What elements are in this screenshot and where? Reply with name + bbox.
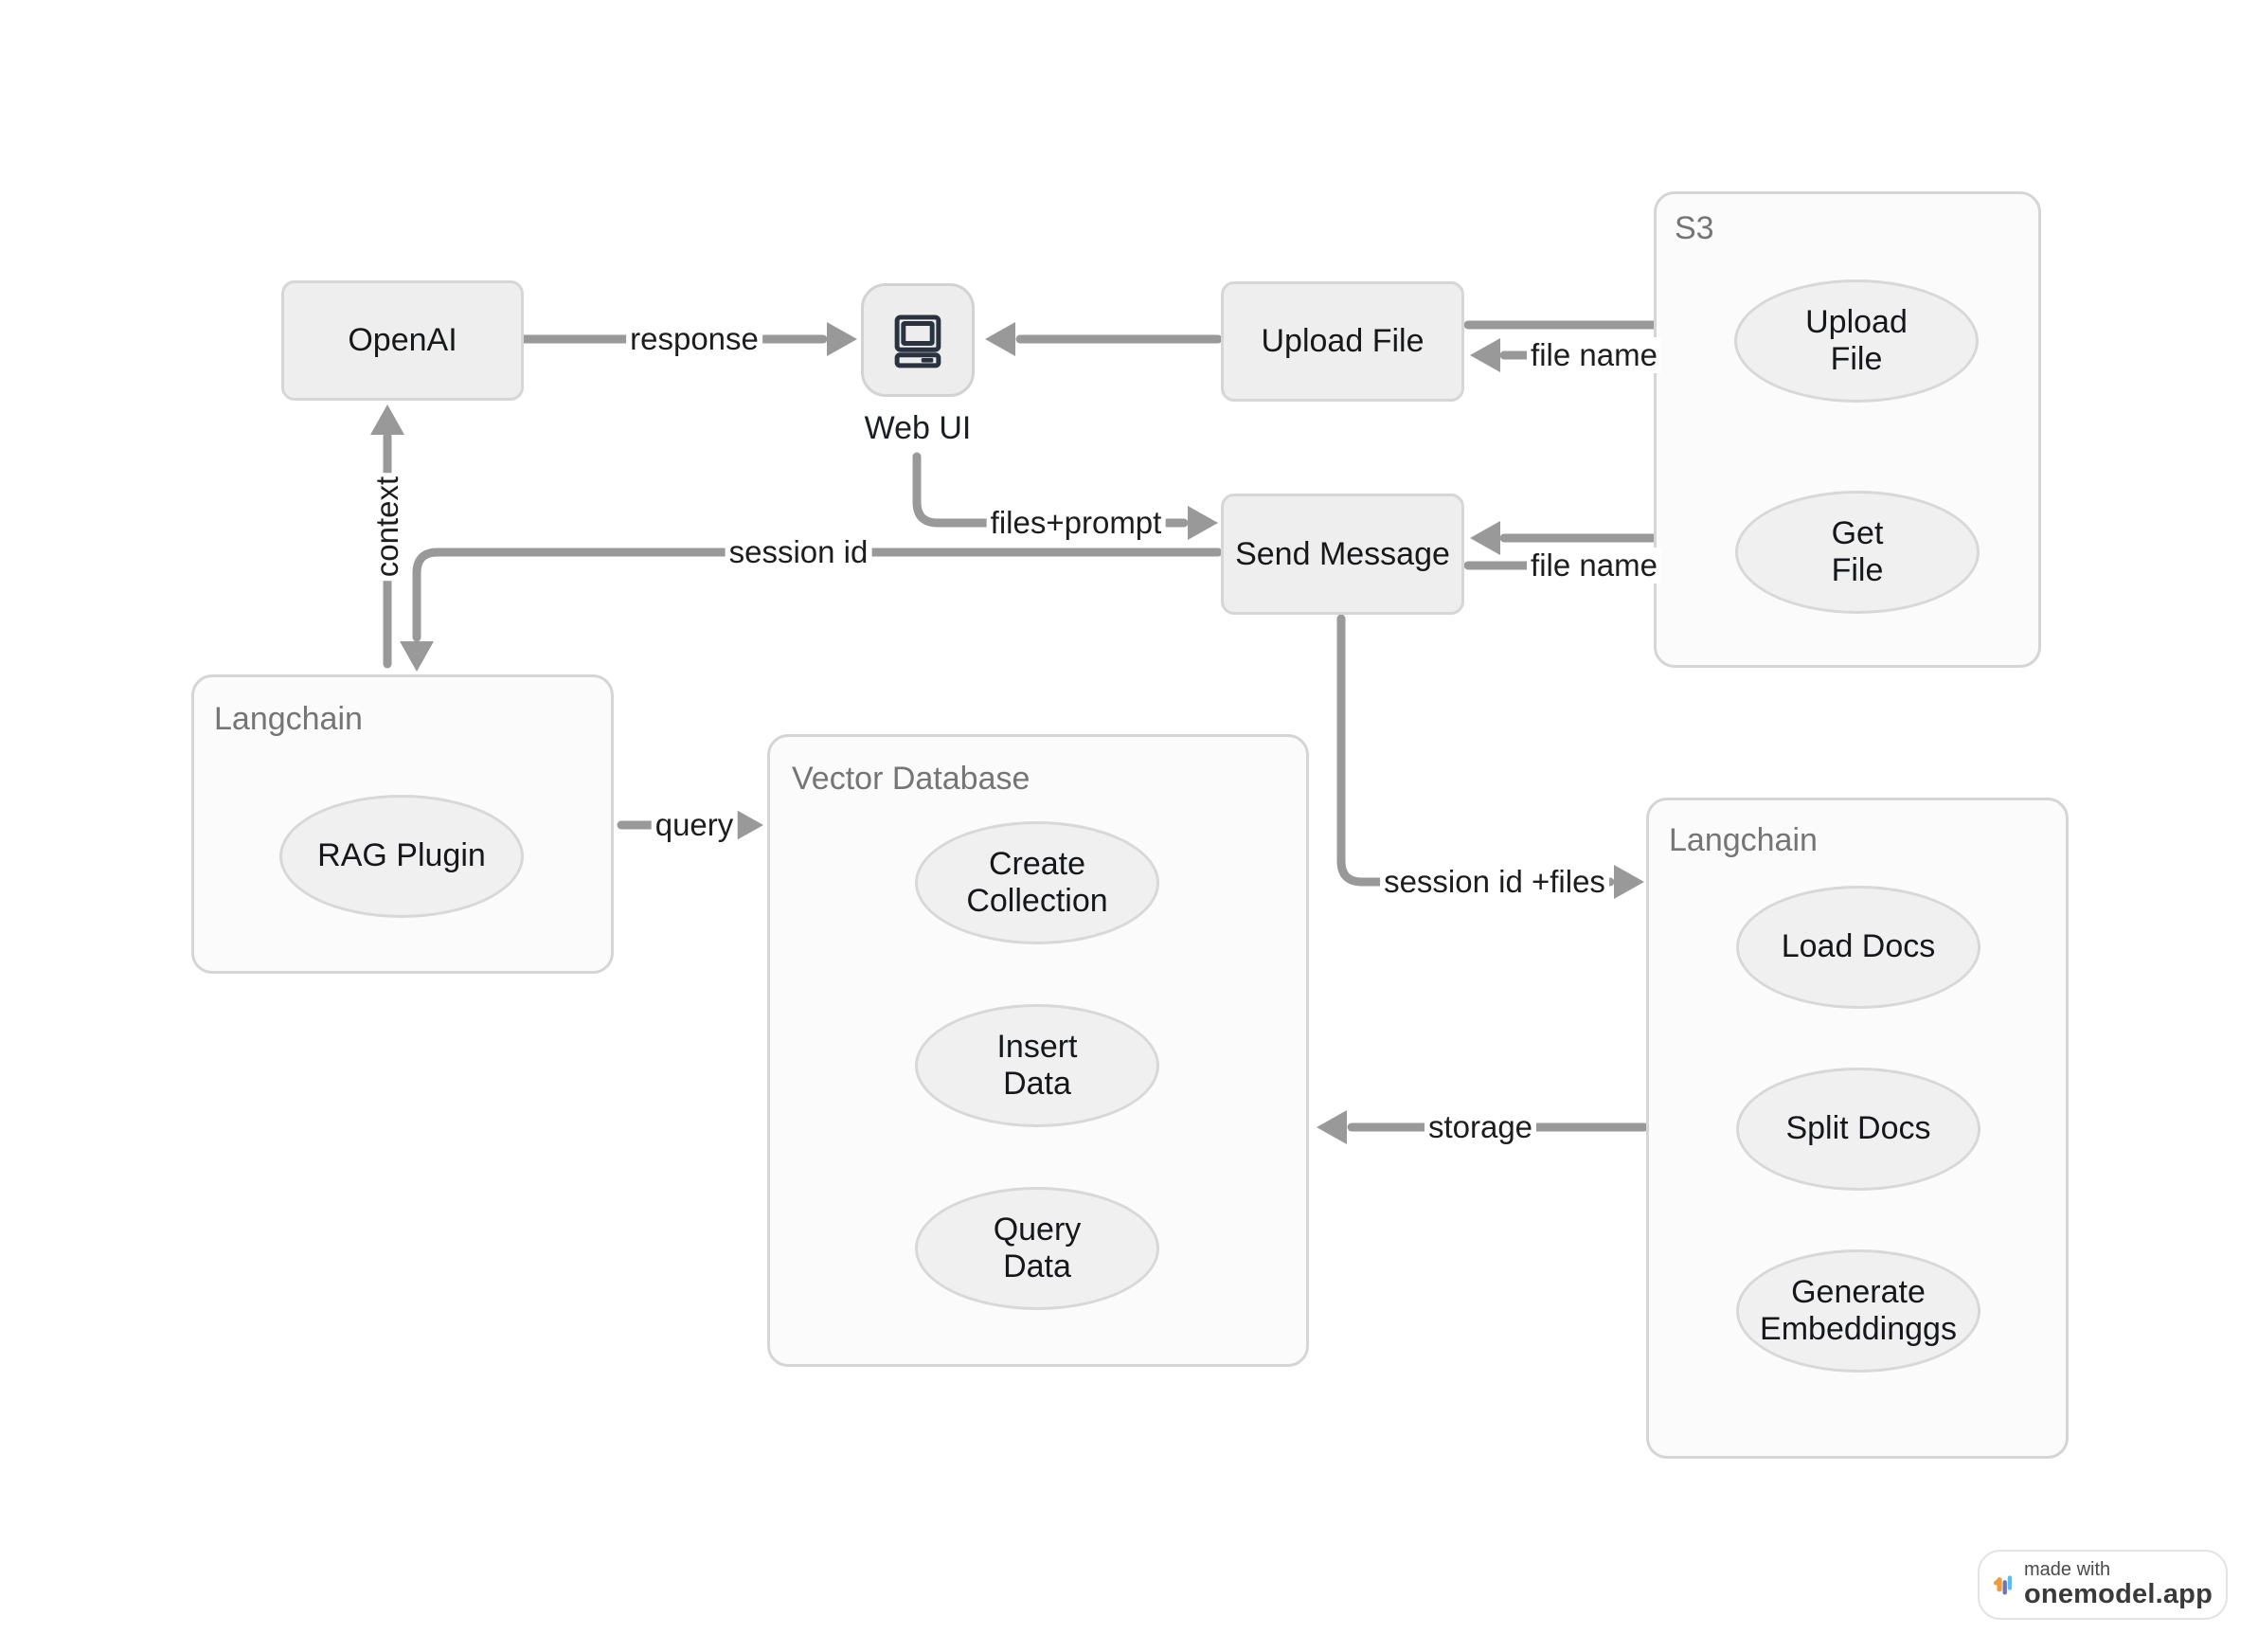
edge-label-storage: storage bbox=[1424, 1109, 1537, 1145]
arrowhead-to-webui bbox=[985, 322, 1015, 356]
node-web-ui[interactable] bbox=[861, 283, 975, 397]
arrowhead-response bbox=[827, 322, 857, 356]
arrowhead-filename-left bbox=[1470, 338, 1500, 372]
badge-brand: onemodel.app bbox=[2024, 1579, 2213, 1610]
onemodel-logo-icon bbox=[1993, 1575, 2013, 1595]
arrowhead-storage bbox=[1317, 1110, 1347, 1144]
node-openai[interactable]: OpenAI bbox=[281, 280, 524, 401]
badge-text: made with onemodel.app bbox=[2024, 1559, 2213, 1610]
edge-label-files-prompt: files+prompt bbox=[986, 505, 1166, 541]
ellipse-split-docs[interactable]: Split Docs bbox=[1736, 1068, 1980, 1191]
ellipse-insert-data[interactable]: Insert Data bbox=[915, 1004, 1159, 1127]
computer-icon bbox=[894, 314, 941, 368]
ellipse-rag-plugin[interactable]: RAG Plugin bbox=[279, 795, 524, 918]
onemodel-badge[interactable]: made with onemodel.app bbox=[1978, 1550, 2228, 1620]
arrowhead-session-id-files bbox=[1614, 865, 1644, 899]
ellipse-query-data[interactable]: Query Data bbox=[915, 1187, 1159, 1310]
node-upload-file[interactable]: Upload File bbox=[1221, 281, 1464, 402]
node-send-message[interactable]: Send Message bbox=[1221, 494, 1464, 615]
ellipse-s3-upload-file[interactable]: Upload File bbox=[1734, 279, 1979, 403]
ellipse-generate-embeddings[interactable]: Generate Embeddinggs bbox=[1736, 1249, 1980, 1373]
arrowhead-query bbox=[733, 808, 763, 842]
edge-label-file-name-get: file name bbox=[1527, 548, 1661, 584]
container-langchain-left-label: Langchain bbox=[214, 701, 363, 737]
arrowhead-context-up bbox=[370, 404, 404, 435]
node-web-ui-label: Web UI bbox=[864, 410, 972, 446]
edge-label-response: response bbox=[626, 321, 762, 357]
arrowhead-files-prompt bbox=[1188, 506, 1218, 540]
container-vector-database-label: Vector Database bbox=[792, 761, 1030, 797]
ellipse-load-docs[interactable]: Load Docs bbox=[1736, 886, 1980, 1009]
edge-label-context: context bbox=[369, 472, 405, 582]
ellipse-s3-get-file[interactable]: Get File bbox=[1735, 491, 1980, 614]
ellipse-create-collection[interactable]: Create Collection bbox=[915, 821, 1159, 944]
badge-made-with: made with bbox=[2024, 1559, 2111, 1581]
edge-label-file-name-upload: file name bbox=[1527, 337, 1661, 373]
edge-files-prompt bbox=[912, 452, 993, 528]
arrowhead-to-sendmessage bbox=[1470, 521, 1500, 555]
arrowhead-session-id-down bbox=[400, 641, 434, 672]
edge-label-session-id: session id bbox=[725, 534, 872, 570]
edge-session-id-files bbox=[1336, 614, 1400, 887]
container-langchain-right-label: Langchain bbox=[1669, 822, 1818, 858]
edge-label-session-id-files: session id +files bbox=[1380, 864, 1609, 900]
edge-label-query: query bbox=[651, 807, 738, 843]
container-s3-label: S3 bbox=[1675, 210, 1714, 246]
